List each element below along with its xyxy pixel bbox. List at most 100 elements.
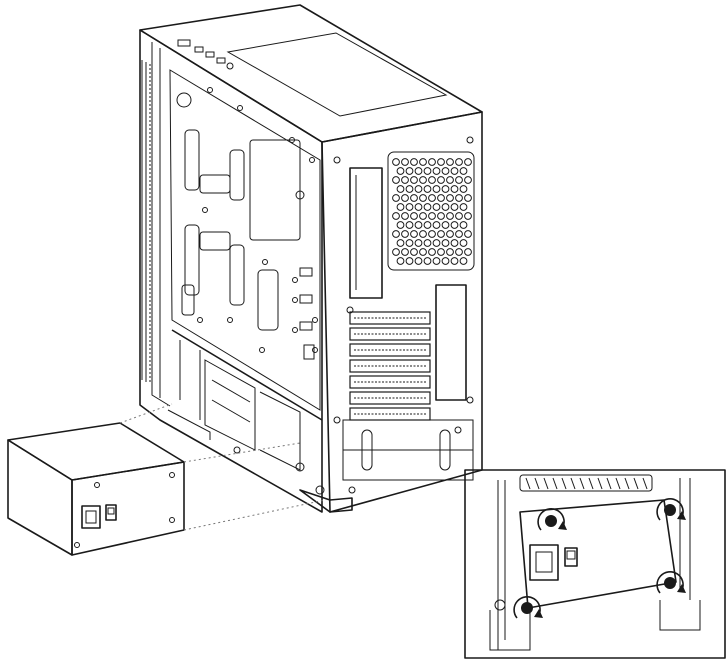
grille-hole [392,230,400,238]
tray-cutouts [176,92,305,331]
grille-hole [446,176,454,184]
grille-hole [428,230,436,238]
grille-hole [414,203,423,211]
front-io-ports [177,39,234,70]
grille-hole [423,167,432,175]
screw-top-right [656,498,686,521]
grille-hole [459,239,468,247]
grille-hole [455,158,463,166]
grille-hole [455,248,463,256]
grille-hole [459,185,468,193]
psu-front [71,461,185,556]
grille-hole [423,221,432,229]
power-supply-unit [7,422,185,556]
grille-hole [455,194,463,202]
grille-hole [446,230,454,238]
grille-hole [423,239,432,247]
grille-hole [441,185,450,193]
case-top-vent [226,32,448,117]
grille-hole [459,257,468,265]
grille-hole [432,221,441,229]
psu-top [7,422,185,481]
grille-hole [441,221,450,229]
grille-hole [464,194,472,202]
grille-hole [450,167,459,175]
insertion-guide-lines [119,403,326,531]
grille-hole [441,167,450,175]
rear-fan-grille [387,151,475,271]
grille-hole [428,212,436,220]
grille-hole [401,230,409,238]
screw-top-left [537,508,567,531]
grille-hole [392,158,400,166]
grille-hole [410,248,418,256]
grille-hole [432,203,441,211]
detail-ac-inlet [529,544,559,581]
grille-hole [455,230,463,238]
grille-hole [437,230,445,238]
grille-hole [450,257,459,265]
grille-hole [405,257,414,265]
grille-hole [405,221,414,229]
expansion-slots [349,311,431,421]
detail-psu-plate [519,499,677,609]
grille-hole [428,158,436,166]
grille-hole [450,203,459,211]
grille-hole [450,185,459,193]
grille-hole [423,185,432,193]
grille-hole [459,221,468,229]
psu-rear-opening [342,284,474,494]
grille-hole [446,248,454,256]
grille-hole [414,185,423,193]
grille-hole [410,158,418,166]
grille-hole [410,176,418,184]
psu-screw-hole [169,517,175,523]
screw-bottom-left [513,596,543,619]
rear-io-shield [349,167,383,299]
psu-screw-hole [169,472,175,478]
grille-hole [419,176,427,184]
screw-bottom-right [656,571,686,594]
rear-panel-screws [333,136,474,424]
grille-hole [392,248,400,256]
grille-hole [414,257,423,265]
detail-power-switch [564,547,578,567]
grille-hole [423,257,432,265]
grille-hole [396,257,405,265]
psu-power-switch [105,504,117,521]
grille-hole [419,212,427,220]
grille-hole [405,185,414,193]
grille-hole [428,248,436,256]
grille-hole [396,167,405,175]
grille-hole [459,203,468,211]
grille-hole [405,203,414,211]
motherboard-tray [169,69,321,411]
grille-hole [464,158,472,166]
psu-side [7,439,73,556]
grille-hole [414,221,423,229]
grille-hole [396,185,405,193]
grille-hole [401,158,409,166]
grille-hole [441,257,450,265]
grille-hole [410,230,418,238]
grille-hole [432,257,441,265]
grille-hole [401,248,409,256]
psu-screw-hole [94,482,100,488]
psu-bay [167,329,325,495]
grille-hole [446,194,454,202]
cable-grommets [299,267,315,360]
grille-hole [446,212,454,220]
grille-hole [401,176,409,184]
grille-hole [419,194,427,202]
grille-hole [423,203,432,211]
grille-hole [428,194,436,202]
grille-hole [396,203,405,211]
grille-hole [419,158,427,166]
screw-detail-callout [464,469,726,659]
psu-screw-hole [74,542,80,548]
grille-hole [401,194,409,202]
grille-hole [459,167,468,175]
grille-hole [414,167,423,175]
grille-hole [432,185,441,193]
